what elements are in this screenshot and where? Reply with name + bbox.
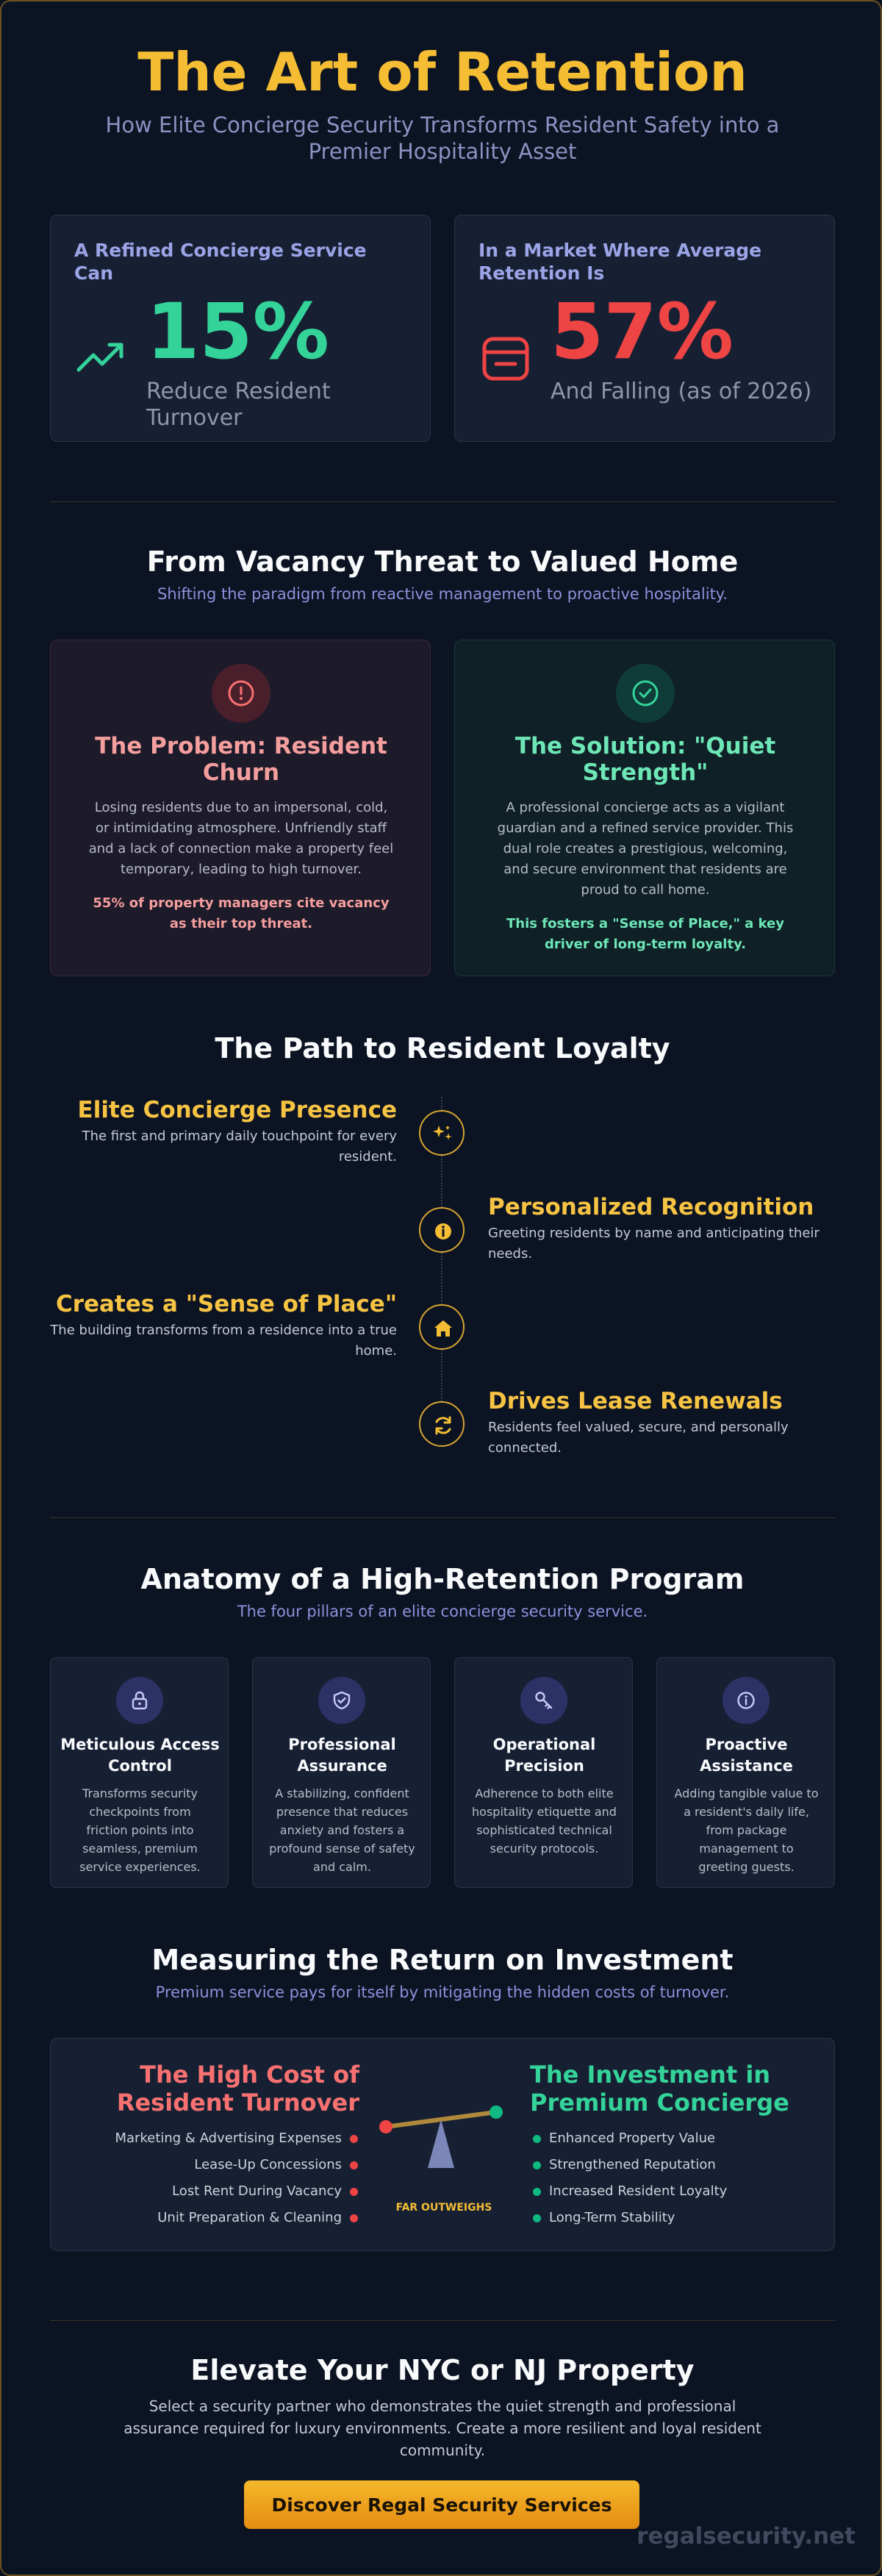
list-item: Strengthened Reputation (530, 2152, 811, 2178)
solution-body: A professional concierge acts as a vigil… (497, 800, 794, 898)
key-icon (520, 1677, 567, 1724)
brand-watermark: regalsecurity.net (637, 2523, 856, 2550)
sparkles-icon (419, 1110, 465, 1156)
stat-label: In a Market Where Average Retention Is (478, 240, 762, 284)
pillar-title: Proactive Assistance (700, 1736, 793, 1775)
problem-highlight: 55% of property managers cite vacancy as… (93, 895, 390, 931)
problem-card: The Problem: Resident Churn Losing resid… (50, 640, 431, 976)
step-description: The first and primary daily touchpoint f… (82, 1128, 397, 1164)
list-item: Lost Rent During Vacancy (80, 2178, 361, 2205)
balance-scale-icon (374, 2083, 514, 2193)
list-item: Long-Term Stability (530, 2205, 811, 2231)
lock-icon (116, 1677, 163, 1724)
step-title: Elite Concierge Presence (77, 1097, 397, 1123)
step-title: Creates a "Sense of Place" (55, 1291, 397, 1317)
stat-description: Reduce Resident Turnover (146, 379, 331, 431)
step-description: The building transforms from a residence… (50, 1323, 397, 1359)
pillar-description: Adding tangible value to a resident's da… (674, 1786, 819, 1874)
stat-value: 57% (551, 287, 734, 376)
list-item: Enhanced Property Value (530, 2125, 811, 2152)
roi-panel: The High Cost of Resident Turnover Marke… (50, 2038, 835, 2251)
cta-title: Elevate Your NYC or NJ Property (190, 2354, 695, 2386)
section-title-roi: Measuring the Return on Investment (151, 1944, 734, 1976)
section-subtitle-roi: Premium service pays for itself by mitig… (155, 1983, 730, 2001)
list-item: Lease-Up Concessions (80, 2152, 361, 2178)
solution-card: The Solution: "Quiet Strength" A profess… (454, 640, 835, 976)
cost-list: Marketing & Advertising Expenses Lease-U… (80, 2125, 361, 2231)
step-title: Drives Lease Renewals (488, 1388, 783, 1414)
refresh-icon (419, 1401, 465, 1447)
page-title: The Art of Retention (137, 41, 747, 103)
cta-body: Select a security partner who demonstrat… (123, 2397, 761, 2459)
page-subtitle: How Elite Concierge Security Transforms … (105, 112, 780, 164)
section-subtitle-vacancy: Shifting the paradigm from reactive mana… (157, 585, 728, 603)
investment-title: The Investment in Premium Concierge (530, 2061, 789, 2117)
solution-title: The Solution: "Quiet Strength" (514, 733, 776, 786)
section-title-path: The Path to Resident Loyalty (215, 1032, 670, 1065)
shield-check-icon (318, 1677, 365, 1724)
benefit-list: Enhanced Property Value Strengthened Rep… (530, 2125, 811, 2231)
section-subtitle-anatomy: The four pillars of an elite concierge s… (237, 1603, 648, 1620)
solution-highlight: This fosters a "Sense of Place," a key d… (506, 916, 784, 952)
pillar-card: Proactive Assistance Adding tangible val… (656, 1657, 835, 1888)
pillar-card: Professional Assurance A stabilizing, co… (252, 1657, 431, 1888)
list-item: Marketing & Advertising Expenses (80, 2125, 361, 2152)
stat-card-retention: In a Market Where Average Retention Is 5… (454, 215, 835, 442)
check-circle-icon (616, 664, 675, 723)
list-item: Increased Resident Loyalty (530, 2178, 811, 2205)
step-title: Personalized Recognition (488, 1194, 814, 1220)
pillar-title: Operational Precision (492, 1736, 596, 1775)
stat-card-reduction: A Refined Concierge Service Can 15% Redu… (50, 215, 431, 442)
alert-icon (212, 664, 270, 723)
pillar-title: Meticulous Access Control (60, 1736, 220, 1775)
section-title-vacancy: From Vacancy Threat to Valued Home (146, 545, 739, 578)
info-icon (723, 1677, 770, 1724)
info-badge-icon (419, 1207, 465, 1253)
section-divider (50, 501, 835, 502)
inbox-icon (480, 333, 531, 384)
pillar-title: Professional Assurance (288, 1736, 396, 1775)
section-divider (50, 2320, 835, 2321)
list-item: Unit Preparation & Cleaning (80, 2205, 361, 2231)
step-description: Greeting residents by name and anticipat… (488, 1226, 820, 1262)
home-icon (419, 1304, 465, 1350)
pillar-card: Operational Precision Adherence to both … (454, 1657, 633, 1888)
stat-value: 15% (146, 287, 329, 376)
pillar-description: Transforms security checkpoints from fri… (79, 1786, 201, 1874)
stat-label: A Refined Concierge Service Can (74, 240, 367, 284)
pillar-description: Adherence to both elite hospitality etiq… (472, 1786, 617, 1856)
section-divider (50, 1517, 835, 1518)
path-connector-line (441, 1097, 442, 1442)
cost-title: The High Cost of Resident Turnover (116, 2061, 359, 2117)
pillar-card: Meticulous Access Control Transforms sec… (50, 1657, 229, 1888)
scale-label: FAR OUTWEIGHS (395, 2202, 492, 2214)
trending-up-icon (76, 333, 127, 384)
pillar-description: A stabilizing, confident presence that r… (269, 1786, 415, 1874)
problem-title: The Problem: Resident Churn (95, 733, 387, 786)
section-title-anatomy: Anatomy of a High-Retention Program (140, 1563, 745, 1595)
discover-services-button[interactable]: Discover Regal Security Services (244, 2480, 639, 2529)
problem-body: Losing residents due to an impersonal, c… (88, 800, 394, 877)
stat-description: And Falling (as of 2026) (551, 379, 812, 404)
step-description: Residents feel valued, secure, and perso… (488, 1420, 789, 1456)
